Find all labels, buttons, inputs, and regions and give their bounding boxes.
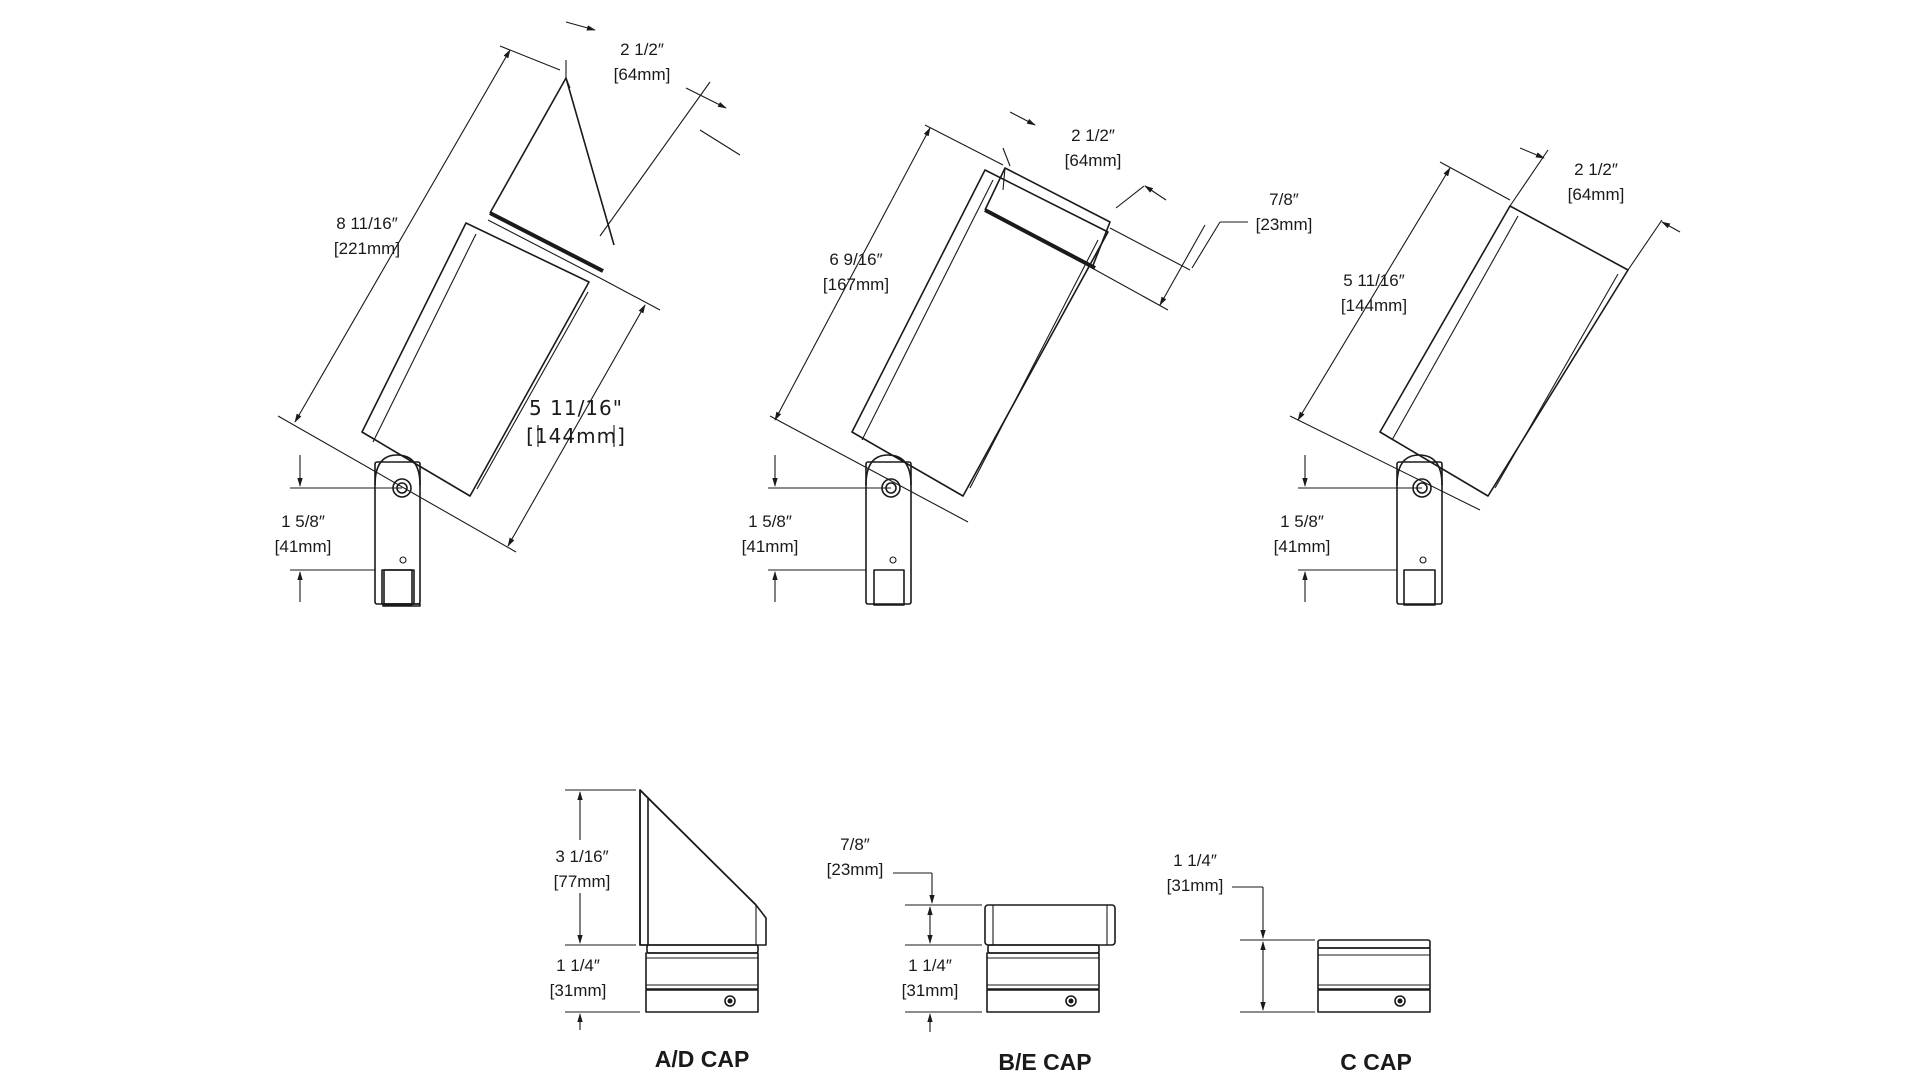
dim-body-1-mm: [144mm] [526, 424, 626, 448]
dim-cap-height-2: 7/8″ [23mm] [1091, 190, 1313, 311]
dim-overall-1: 8 11/16″ [221mm] [277, 45, 561, 553]
dim-mount-1-mm: [41mm] [275, 537, 332, 556]
dim-overall-3-mm: [144mm] [1341, 296, 1407, 315]
dim-mount-3-in: 1 5/8″ [1280, 512, 1324, 531]
cap-a-d: 3 1/16″ [77mm] 1 1/4″ [31mm] A/D CAP [550, 789, 767, 1072]
fixture-b-e: 6 9/16″ [167mm] 2 1/2″ [64mm] 7/8″ [23mm… [742, 111, 1313, 606]
dim-mount-2: 1 5/8″ [41mm] [742, 455, 891, 602]
fixture-a-d: 8 11/16″ [221mm] 2 1/2″ [64mm] 5 11/16" … [275, 21, 741, 607]
cap-b-e-lower-in: 1 1/4″ [908, 956, 952, 975]
dim-overall-1-in: 8 11/16″ [336, 214, 397, 233]
cap-a-d-label: A/D CAP [655, 1046, 750, 1072]
cap-b-e-upper-mm: [23mm] [827, 860, 884, 879]
dim-overall-3: 5 11/16″ [144mm] [1289, 161, 1511, 511]
cap-c-label: C CAP [1340, 1049, 1412, 1075]
dim-cap-width-2-in: 2 1/2″ [1071, 126, 1115, 145]
dim-cap-width-3-in: 2 1/2″ [1574, 160, 1618, 179]
dim-body-1-in: 5 11/16" [529, 396, 623, 420]
dim-mount-2-mm: [41mm] [742, 537, 799, 556]
dim-cap-width-2-mm: [64mm] [1065, 151, 1122, 170]
dim-cap-width-1: 2 1/2″ [64mm] [565, 21, 741, 237]
fixture-body-2 [851, 167, 1111, 497]
mount-1 [374, 454, 421, 607]
dim-overall-2-mm: [167mm] [823, 275, 889, 294]
dim-overall-1-mm: [221mm] [334, 239, 400, 258]
dim-mount-1: 1 5/8″ [41mm] [275, 455, 402, 602]
cap-b-e: 7/8″ [23mm] 1 1/4″ [31mm] B/E CAP [827, 835, 1116, 1075]
cap-b-e-lower-mm: [31mm] [902, 981, 959, 1000]
cap-c: 1 1/4″ [31mm] C CAP [1167, 851, 1431, 1075]
dim-cap-height-2-mm: [23mm] [1256, 215, 1313, 234]
cap-b-e-upper-in: 7/8″ [840, 835, 870, 854]
fixture-c: 5 11/16″ [144mm] 2 1/2″ [64mm] 1 5/8″ [4… [1274, 147, 1681, 606]
mount-2 [865, 454, 912, 606]
cap-a-d-upper-in: 3 1/16″ [555, 847, 608, 866]
cap-c-upper-mm: [31mm] [1167, 876, 1224, 895]
dim-mount-3: 1 5/8″ [41mm] [1274, 455, 1422, 602]
fixture-body-3 [1379, 205, 1629, 497]
dim-cap-width-1-in: 2 1/2″ [620, 40, 664, 59]
dim-cap-width-3: 2 1/2″ [64mm] [1509, 147, 1681, 271]
dim-cap-width-2: 2 1/2″ [64mm] [1002, 111, 1167, 209]
dim-cap-width-1-mm: [64mm] [614, 65, 671, 84]
dim-cap-width-3-mm: [64mm] [1568, 185, 1625, 204]
cap-a-d-upper-mm: [77mm] [554, 872, 611, 891]
cap-a-d-lower-mm: [31mm] [550, 981, 607, 1000]
cap-c-upper-in: 1 1/4″ [1173, 851, 1217, 870]
dim-body-1: 5 11/16" [144mm] [507, 277, 661, 547]
cap-b-e-label: B/E CAP [998, 1049, 1091, 1075]
dim-mount-2-in: 1 5/8″ [748, 512, 792, 531]
dim-overall-3-in: 5 11/16″ [1343, 271, 1404, 290]
dim-overall-2-in: 6 9/16″ [829, 250, 882, 269]
dim-overall-2: 6 9/16″ [167mm] [769, 124, 1004, 523]
dim-mount-3-mm: [41mm] [1274, 537, 1331, 556]
cap-a-d-lower-in: 1 1/4″ [556, 956, 600, 975]
dim-mount-1-in: 1 5/8″ [281, 512, 325, 531]
mount-3 [1396, 454, 1443, 606]
dim-cap-height-2-in: 7/8″ [1269, 190, 1299, 209]
